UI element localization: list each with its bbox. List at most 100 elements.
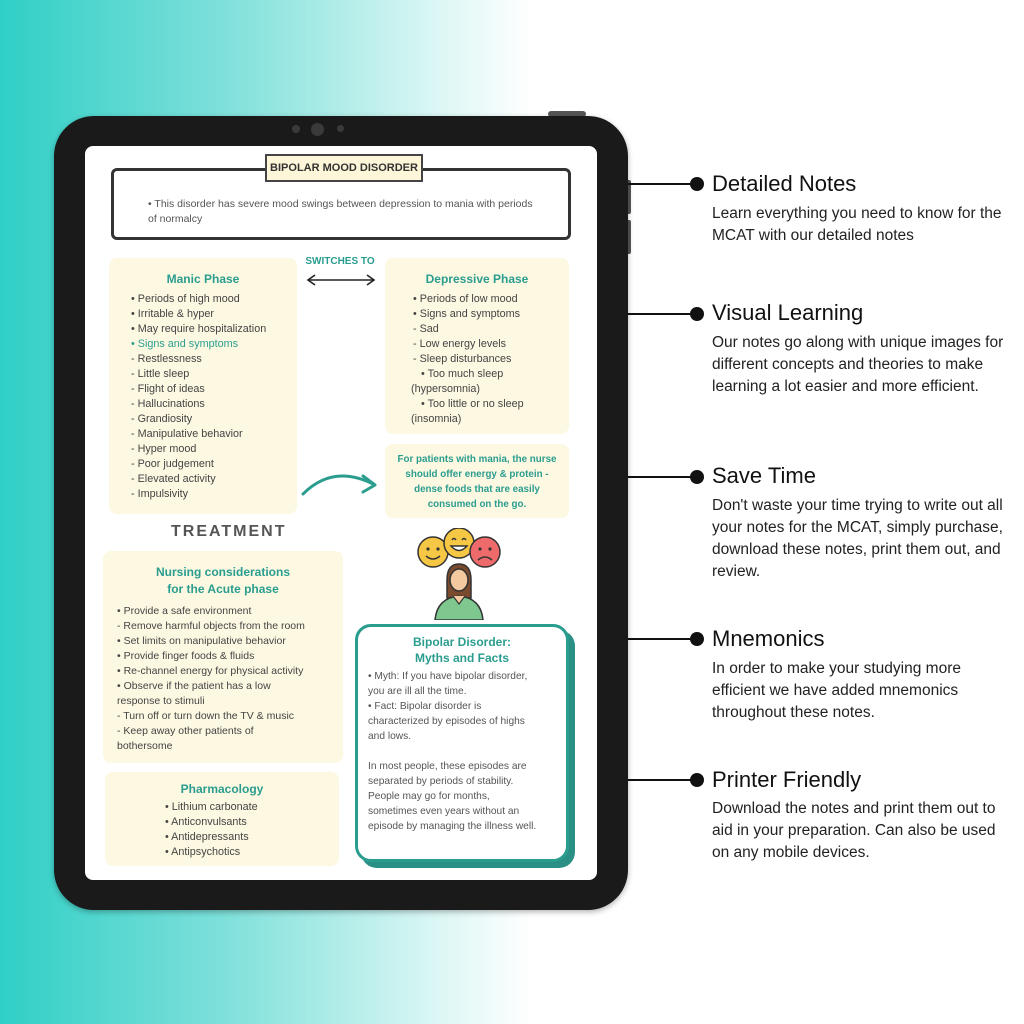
list-item: - Flight of ideas (131, 383, 205, 395)
bullet-dot-icon (690, 773, 704, 787)
list-item: - Hallucinations (131, 398, 205, 410)
pharmacology-list: • Lithium carbonate • Anticonvulsants • … (165, 800, 339, 860)
depressive-phase-title: Depressive Phase (425, 272, 529, 286)
list-item: - Low energy levels (413, 338, 507, 350)
connector-line (628, 313, 696, 315)
nursing-list: • Provide a safe environment - Remove ha… (117, 604, 343, 754)
page-title: BIPOLAR MOOD DISORDER (265, 154, 423, 182)
myths-line: separated by periods of stability. (368, 776, 514, 787)
list-item: - Turn off or turn down the TV & music (117, 710, 295, 722)
tablet-screen: • This disorder has severe mood swings b… (85, 146, 597, 880)
myths-line (368, 744, 566, 759)
bullet-dot-icon (690, 470, 704, 484)
list-item: - Poor judgement (131, 458, 214, 470)
bullet-dot-icon (690, 307, 704, 321)
connector-line (628, 476, 696, 478)
myths-line: People may go for months, (368, 791, 490, 802)
list-item: • Signs and symptoms (131, 338, 238, 350)
manic-phase-list: • Periods of high mood • Irritable & hyp… (131, 292, 297, 502)
camera-sensor-icon (292, 125, 300, 133)
depressive-phase-list: • Periods of low mood • Signs and sympto… (411, 292, 569, 427)
feature-title-detailed-notes: Detailed Notes (712, 171, 857, 196)
camera-lens-icon (311, 123, 324, 136)
list-item: (hypersomnia) (411, 383, 481, 395)
feature-title-visual-learning: Visual Learning (712, 300, 864, 325)
list-item: - Sad (413, 323, 439, 335)
connector-line (628, 638, 696, 640)
switches-label: SWITCHES TO (305, 256, 375, 267)
list-item: • Antipsychotics (165, 846, 241, 858)
list-item: - Little sleep (131, 368, 190, 380)
double-arrow-icon (306, 274, 376, 286)
myths-title-line1: Bipolar Disorder: (412, 635, 511, 649)
feature-desc-mnemonics: In order to make your studying more effi… (712, 660, 961, 721)
nurse-tip-box: For patients with mania, the nurse shoul… (385, 444, 569, 518)
list-item: - Hyper mood (131, 443, 197, 455)
feature-title-save-time: Save Time (712, 463, 816, 488)
tablet-volume-up-button (626, 180, 631, 214)
list-item: (insomnia) (411, 413, 462, 425)
myths-body: • Myth: If you have bipolar disorder, yo… (368, 669, 566, 834)
myths-line: characterized by episodes of highs (368, 716, 525, 727)
list-item: • May require hospitalization (131, 323, 267, 335)
list-item: - Remove harmful objects from the room (117, 620, 305, 632)
tablet-volume-down-button (626, 220, 631, 254)
list-item: • Periods of low mood (413, 293, 518, 305)
list-item: - Elevated activity (131, 473, 216, 485)
connector-line (628, 779, 696, 781)
tablet-power-button (548, 111, 586, 117)
list-item: • Provide finger foods & fluids (117, 650, 255, 662)
depressive-phase-panel: Depressive Phase • Periods of low mood •… (385, 258, 569, 434)
list-item: - Manipulative behavior (131, 428, 243, 440)
list-item: - Restlessness (131, 353, 202, 365)
list-item: - Impulsivity (131, 488, 188, 500)
list-item: - Sleep disturbances (413, 353, 512, 365)
manic-phase-title: Manic Phase (166, 272, 240, 286)
myths-line: episode by managing the illness well. (368, 821, 537, 832)
myths-title-line2: Myths and Facts (414, 651, 510, 665)
pharmacology-panel: Pharmacology • Lithium carbonate • Antic… (105, 772, 339, 866)
nursing-title-line1: Nursing considerations (155, 565, 291, 579)
nurse-tip-text: For patients with mania, the nurse shoul… (397, 454, 557, 510)
list-item: • Antidepressants (165, 831, 249, 843)
feature-desc-detailed-notes: Learn everything you need to know for th… (712, 205, 1002, 244)
list-item: • Anticonvulsants (165, 816, 247, 828)
feature-desc-visual-learning: Our notes go along with unique images fo… (712, 334, 1004, 395)
list-item: • Irritable & hyper (131, 308, 214, 320)
feature-desc-printer-friendly: Download the notes and print them out to… (712, 800, 996, 861)
camera-light-icon (337, 125, 344, 132)
myths-line: and lows. (368, 731, 412, 742)
nursing-title-line2: for the Acute phase (167, 582, 279, 596)
list-item: response to stimuli (117, 695, 205, 707)
list-item: • Observe if the patient has a low (117, 680, 271, 692)
connector-line (628, 183, 696, 185)
myths-facts-card: Bipolar Disorder: Myths and Facts • Myth… (355, 624, 569, 862)
myths-line: • Myth: If you have bipolar disorder, (368, 671, 528, 682)
list-item: • Periods of high mood (131, 293, 240, 305)
mood-faces-illustration (417, 528, 501, 620)
list-item: • Re-channel energy for physical activit… (117, 665, 304, 677)
list-item: • Too much sleep (421, 368, 504, 380)
myths-line: • Fact: Bipolar disorder is (368, 701, 482, 712)
treatment-heading: TREATMENT (171, 523, 287, 540)
list-item: • Provide a safe environment (117, 605, 252, 617)
feature-desc-save-time: Don't waste your time trying to write ou… (712, 497, 1003, 580)
intro-text: • This disorder has severe mood swings b… (148, 198, 533, 225)
myths-line: In most people, these episodes are (368, 761, 527, 772)
list-item: • Lithium carbonate (165, 801, 258, 813)
myths-line: sometimes even years without an (368, 806, 520, 817)
nursing-considerations-panel: Nursing considerations for the Acute pha… (103, 551, 343, 763)
myths-line: you are ill all the time. (368, 686, 467, 697)
manic-phase-panel: Manic Phase • Periods of high mood • Irr… (109, 258, 297, 514)
bullet-dot-icon (690, 177, 704, 191)
curved-arrow-icon (301, 474, 377, 496)
list-item: • Set limits on manipulative behavior (117, 635, 286, 647)
bullet-dot-icon (690, 632, 704, 646)
list-item: - Keep away other patients of (117, 725, 254, 737)
feature-title-mnemonics: Mnemonics (712, 626, 825, 651)
feature-title-printer-friendly: Printer Friendly (712, 767, 862, 792)
pharmacology-title: Pharmacology (180, 782, 264, 796)
list-item: bothersome (117, 740, 173, 752)
list-item: • Signs and symptoms (413, 308, 520, 320)
list-item: - Grandiosity (131, 413, 193, 425)
